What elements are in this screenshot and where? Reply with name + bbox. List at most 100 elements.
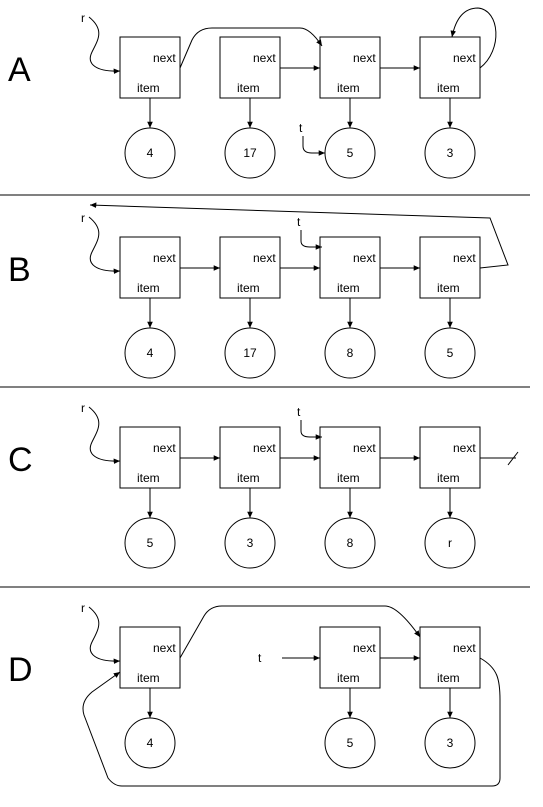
list-node: next item — [319, 36, 381, 99]
value-node: 3 — [424, 717, 476, 769]
list-node: next item — [219, 426, 281, 489]
value-node: 8 — [324, 327, 376, 379]
root-pointer-label: r — [81, 601, 85, 615]
value-label: r — [448, 536, 452, 550]
next-field: next — [353, 641, 376, 655]
next-field: next — [253, 51, 276, 65]
root-pointer-label: r — [81, 211, 85, 225]
cursor-pointer-label: t — [299, 121, 303, 135]
root-pointer-label: r — [81, 401, 85, 415]
item-field: item — [137, 81, 160, 95]
value-label: 8 — [347, 536, 354, 550]
item-field: item — [337, 471, 360, 485]
item-field: item — [237, 471, 260, 485]
item-field: item — [137, 671, 160, 685]
item-field: item — [137, 471, 160, 485]
cursor-pointer-arrow — [300, 420, 322, 440]
item-field: item — [237, 81, 260, 95]
next-field: next — [153, 51, 176, 65]
next-field: next — [253, 441, 276, 455]
next-field: next — [153, 641, 176, 655]
value-node: r — [424, 517, 476, 569]
list-node: next item — [119, 626, 181, 689]
next-field: next — [253, 251, 276, 265]
list-node: next item — [119, 36, 181, 99]
value-node: 8 — [324, 517, 376, 569]
item-field: item — [437, 671, 460, 685]
next-field: next — [453, 641, 476, 655]
item-field: item — [337, 281, 360, 295]
value-node: 3 — [224, 517, 276, 569]
value-label: 5 — [147, 536, 154, 550]
value-label: 5 — [347, 736, 354, 750]
next-link-arrow — [179, 605, 421, 659]
item-field: item — [237, 281, 260, 295]
list-node: next item — [319, 236, 381, 299]
list-node: next item — [419, 426, 481, 489]
root-pointer-label: r — [81, 11, 85, 25]
cursor-pointer-arrow — [300, 230, 322, 250]
value-label: 17 — [243, 146, 257, 160]
value-label: 4 — [147, 736, 154, 750]
root-pointer-arrow — [88, 16, 121, 75]
next-field: next — [353, 51, 376, 65]
next-field: next — [153, 251, 176, 265]
value-node: 4 — [124, 717, 176, 769]
back-link-arrow — [82, 657, 501, 787]
panel-b: B r next item next item next item next i… — [8, 202, 509, 379]
item-field: item — [437, 81, 460, 95]
root-pointer-arrow — [88, 406, 121, 465]
item-field: item — [137, 281, 160, 295]
panel-label: C — [8, 441, 33, 479]
value-node: 4 — [124, 127, 176, 179]
panel-label: A — [8, 51, 31, 89]
back-link-arrow — [89, 202, 509, 269]
cursor-pointer-label: t — [297, 405, 301, 419]
list-node: next item — [219, 236, 281, 299]
list-node: next item — [219, 36, 281, 99]
value-label: 3 — [247, 536, 254, 550]
value-label: 4 — [147, 146, 154, 160]
list-node: next item — [119, 236, 181, 299]
null-terminator-mark — [507, 451, 519, 466]
item-field: item — [337, 671, 360, 685]
item-field: item — [437, 471, 460, 485]
panel-a: A r next item next item next item next i… — [8, 7, 497, 179]
value-label: 3 — [447, 736, 454, 750]
value-label: 5 — [447, 346, 454, 360]
list-node: next item — [419, 626, 481, 689]
item-field: item — [337, 81, 360, 95]
next-link-arrow — [179, 27, 323, 69]
value-label: 8 — [347, 346, 354, 360]
next-field: next — [453, 441, 476, 455]
value-node: 17 — [224, 127, 276, 179]
value-node: 3 — [424, 127, 476, 179]
self-loop-arrow — [450, 7, 497, 69]
list-node: next item — [319, 626, 381, 689]
list-node: next item — [419, 236, 481, 299]
cursor-pointer-arrow — [302, 136, 325, 156]
panel-label: B — [8, 251, 31, 289]
value-node: 5 — [424, 327, 476, 379]
next-field: next — [453, 51, 476, 65]
item-field: item — [437, 281, 460, 295]
value-node: 5 — [124, 517, 176, 569]
root-pointer-arrow — [88, 216, 121, 275]
list-node: next item — [419, 36, 481, 99]
panel-d: D r next item next item next item t 4 — [8, 601, 501, 787]
next-field: next — [153, 441, 176, 455]
panel-label: D — [8, 651, 33, 689]
value-node: 17 — [224, 327, 276, 379]
next-field: next — [353, 441, 376, 455]
value-label: 4 — [147, 346, 154, 360]
cursor-pointer-label: t — [297, 215, 301, 229]
value-label: 3 — [447, 146, 454, 160]
next-field: next — [353, 251, 376, 265]
cursor-pointer-label: t — [258, 651, 262, 665]
panel-c: C r next item next item next item next i… — [8, 401, 519, 569]
root-pointer-arrow — [88, 606, 121, 665]
list-node: next item — [319, 426, 381, 489]
next-field: next — [453, 251, 476, 265]
value-label: 17 — [243, 346, 257, 360]
